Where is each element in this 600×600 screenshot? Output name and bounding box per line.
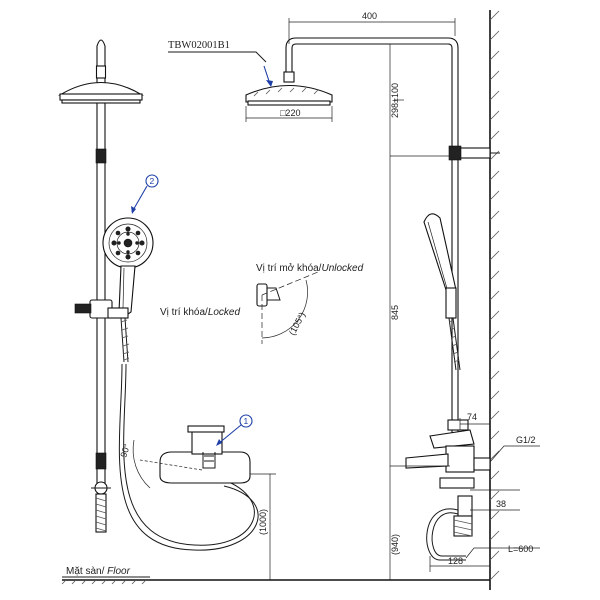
hand-shower-front — [102, 217, 154, 317]
dim-head-height: 298±100 — [390, 83, 400, 118]
overhead-shower-head-front — [58, 81, 144, 104]
callout-1: 1 — [216, 414, 253, 446]
front-view: 90° 2 1 — [58, 39, 259, 551]
dim-mixer-depth: 128 — [429, 556, 490, 572]
dim-thread: G1/2 — [489, 435, 540, 463]
dim-arm-length: 400 — [288, 11, 456, 44]
lock-rotation-label: (105°) — [287, 311, 307, 337]
hand-shower-side — [423, 213, 457, 319]
svg-text:2: 2 — [150, 176, 155, 186]
floor-label-en: Floor — [107, 566, 130, 577]
hose-loop-side — [426, 508, 466, 561]
svg-text:128: 128 — [448, 556, 463, 566]
wall-bracket — [448, 145, 500, 161]
handle-rotation-label: 90° — [118, 442, 132, 458]
svg-text:(1000): (1000) — [258, 509, 268, 535]
callout-2: 2 — [131, 174, 159, 214]
mixer-valve-side — [405, 419, 491, 489]
dim-head-diameter: □220 — [245, 106, 333, 122]
overhead-shower-head-side — [245, 65, 333, 106]
dim-spout: 74 — [459, 412, 490, 430]
dim-column-height: 845 — [390, 305, 400, 320]
locked-label: Vị trí khóa/ — [160, 307, 208, 318]
svg-text:1: 1 — [244, 416, 249, 426]
lock-detail: (105°) Vị trí mở khóa/Unlocked Vị trí kh… — [160, 262, 364, 344]
model-code: TBW02001B1 — [168, 40, 230, 51]
dim-valve-height: (1000) — [250, 473, 276, 580]
svg-text:400: 400 — [362, 11, 377, 21]
svg-text:74: 74 — [467, 412, 477, 422]
wall — [489, 10, 500, 590]
dim-inlet-offset: 38 — [470, 489, 520, 511]
floor-label: Mặt sàn/ — [66, 566, 107, 577]
floor-line: Mặt sàn/ Floor — [61, 566, 490, 585]
hose-side — [448, 317, 461, 371]
column-joint — [95, 148, 107, 164]
side-view: 400 □220 298±100 845 (940) 74 G1/2 38 — [245, 10, 540, 590]
svg-text:L=600: L=600 — [508, 544, 533, 554]
locked-label-en: Locked — [208, 307, 241, 318]
handle-rotation-indicator: 90° — [118, 439, 203, 489]
unlocked-label: Vị trí mở khóa/ — [256, 262, 322, 274]
mixer-outlet-side — [453, 495, 473, 537]
slide-holder — [74, 299, 129, 319]
hose-front — [118, 317, 259, 551]
svg-text:G1/2: G1/2 — [516, 435, 536, 445]
model-callout: TBW02001B1 — [168, 40, 267, 63]
lower-joint — [95, 452, 107, 470]
svg-text:38: 38 — [496, 499, 506, 509]
unlocked-label-en: Unlocked — [321, 263, 363, 274]
column-bottom-connector — [95, 493, 107, 533]
dim-mixer-center-height: (940) — [390, 534, 400, 555]
mixer-valve-front — [159, 425, 251, 484]
svg-text:□220: □220 — [280, 108, 300, 118]
dim-hose-length: L=600 — [465, 544, 540, 559]
svg-text:Vị trí mở khóa/Unlocked: Vị trí mở khóa/Unlocked — [256, 262, 364, 274]
svg-text:Mặt sàn/ Floor: Mặt sàn/ Floor — [66, 566, 131, 577]
svg-text:Vị trí khóa/Locked: Vị trí khóa/Locked — [160, 307, 240, 318]
head-connector — [95, 65, 107, 79]
